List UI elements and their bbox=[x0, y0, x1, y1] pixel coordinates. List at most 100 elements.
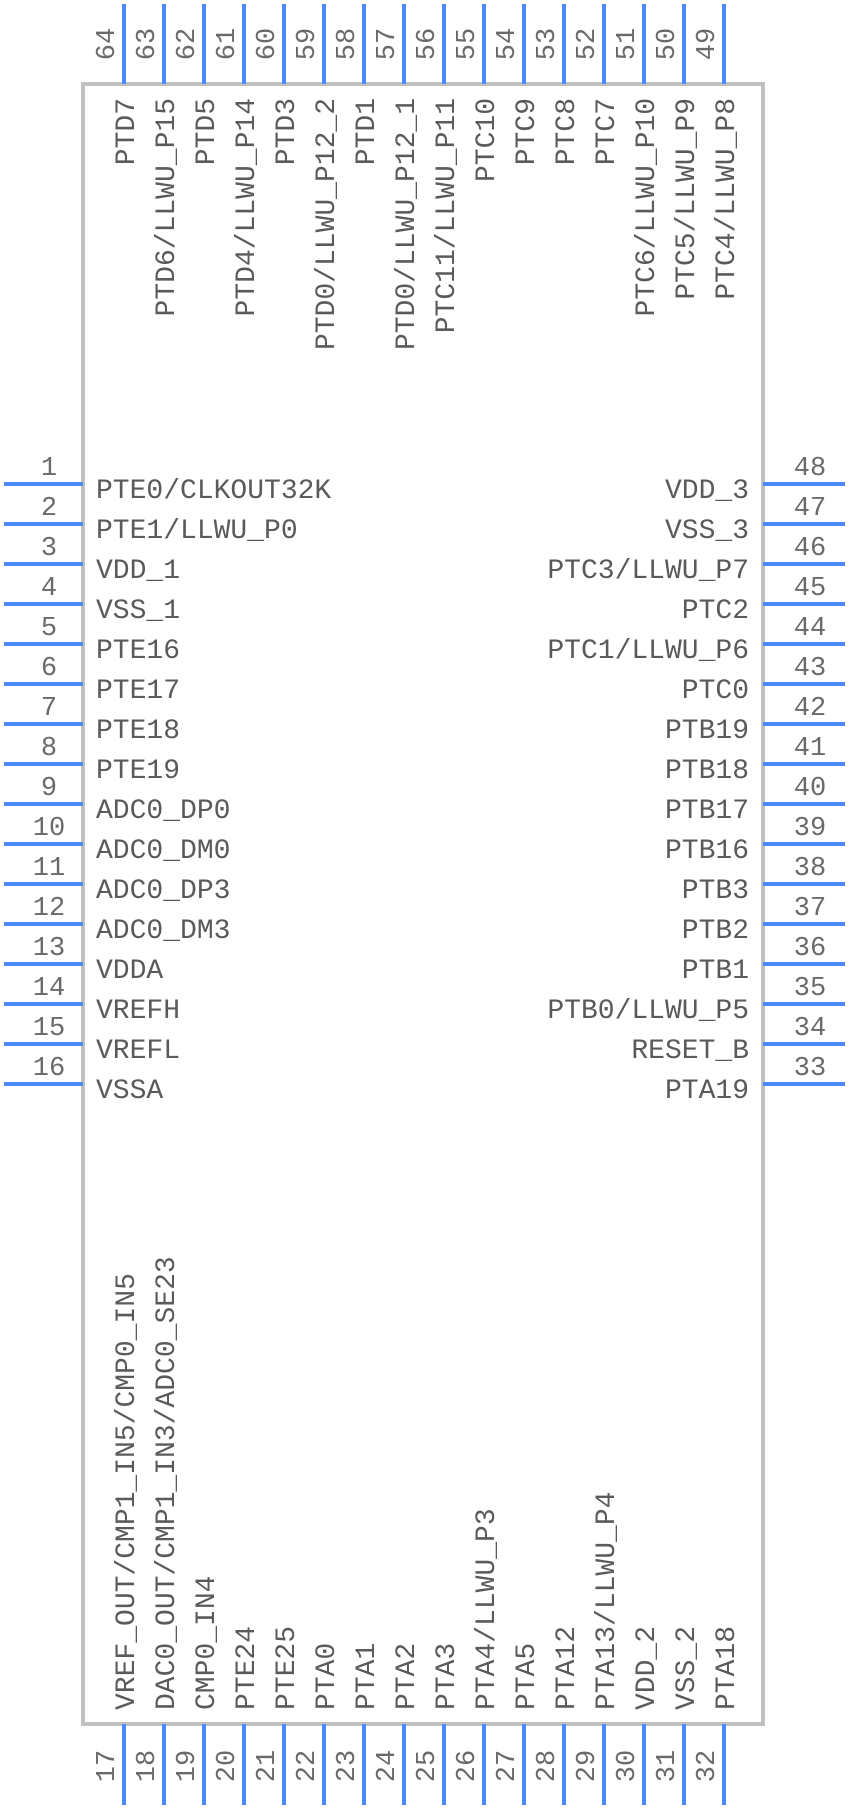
pin-number: 3 bbox=[41, 534, 57, 564]
pin-label: PTD6/LLWU_P15 bbox=[152, 98, 183, 316]
pin-30: 30 VDD_2 bbox=[613, 1626, 663, 1805]
pin-number: 20 bbox=[213, 1750, 243, 1782]
pin-label: VSS_3 bbox=[665, 516, 749, 547]
pin-number: 34 bbox=[794, 1014, 826, 1044]
pin-label: VREFH bbox=[96, 996, 180, 1027]
pin-label: DAC0_OUT/CMP1_IN3/ADC0_SE23 bbox=[152, 1256, 183, 1710]
pin-number: 38 bbox=[794, 854, 826, 884]
pin-number: 42 bbox=[794, 694, 826, 724]
pin-number: 45 bbox=[794, 574, 826, 604]
pin-number: 58 bbox=[333, 28, 363, 60]
pin-number: 26 bbox=[453, 1750, 483, 1782]
pin-label: PTC3/LLWU_P7 bbox=[547, 556, 749, 587]
bottom-pin-group: 17VREF_OUT/CMP1_IN5/CMP0_IN518DAC0_OUT/C… bbox=[93, 1256, 743, 1805]
pin-label: PTC5/LLWU_P9 bbox=[672, 98, 703, 300]
pin-label: CMP0_IN4 bbox=[192, 1576, 223, 1710]
pin-number: 49 bbox=[693, 28, 723, 60]
pin-number: 9 bbox=[41, 774, 57, 804]
pin-label: PTD3 bbox=[272, 98, 303, 165]
pin-label: VDD_2 bbox=[632, 1626, 663, 1710]
pin-label: PTA4/LLWU_P3 bbox=[472, 1508, 503, 1710]
pin-label: VDDA bbox=[96, 956, 163, 987]
pin-number: 4 bbox=[41, 574, 57, 604]
pin-label: PTB3 bbox=[682, 876, 749, 907]
pin-number: 57 bbox=[373, 28, 403, 60]
pin-label: PTB17 bbox=[665, 796, 749, 827]
pin-label: RESET_B bbox=[631, 1036, 749, 1067]
pin-number: 17 bbox=[93, 1750, 123, 1782]
pin-number: 48 bbox=[794, 454, 826, 484]
pin-label: VSSA bbox=[96, 1076, 163, 1107]
pin-number: 55 bbox=[453, 28, 483, 60]
pin-label: PTC9 bbox=[512, 98, 543, 165]
pin-label: PTB1 bbox=[682, 956, 749, 987]
pin-number: 60 bbox=[253, 28, 283, 60]
pin-number: 41 bbox=[794, 734, 826, 764]
pin-26: 26 PTA4/LLWU_P3 bbox=[453, 1508, 503, 1805]
pin-label: PTC1/LLWU_P6 bbox=[547, 636, 749, 667]
pin-label: PTD5 bbox=[192, 98, 223, 165]
pin-label: PTA18 bbox=[712, 1626, 743, 1710]
pin-number: 64 bbox=[93, 28, 123, 60]
pin-number: 59 bbox=[293, 28, 323, 60]
pin-number: 30 bbox=[613, 1750, 643, 1782]
pin-label: VSS_1 bbox=[96, 596, 180, 627]
pin-label: PTC0 bbox=[682, 676, 749, 707]
pin-label: PTB16 bbox=[665, 836, 749, 867]
pin-label: PTC8 bbox=[552, 98, 583, 165]
pin-number: 8 bbox=[41, 734, 57, 764]
pin-number: 13 bbox=[33, 934, 65, 964]
pin-number: 33 bbox=[794, 1054, 826, 1084]
top-pin-group: 64PTD763PTD6/LLWU_P1562PTD561PTD4/LLWU_P… bbox=[93, 4, 743, 350]
pin-label: PTE17 bbox=[96, 676, 180, 707]
pin-label: VSS_2 bbox=[672, 1626, 703, 1710]
pin-number: 28 bbox=[533, 1750, 563, 1782]
pin-label: PTC7 bbox=[592, 98, 623, 165]
pin-label: PTE16 bbox=[96, 636, 180, 667]
pin-label: PTA13/LLWU_P4 bbox=[592, 1492, 623, 1710]
pin-label: PTA19 bbox=[665, 1076, 749, 1107]
pin-number: 51 bbox=[613, 28, 643, 60]
pin-label: PTB18 bbox=[665, 756, 749, 787]
pin-number: 6 bbox=[41, 654, 57, 684]
right-pin-group: 48VDD_347VSS_346PTC3/LLWU_P745PTC244PTC1… bbox=[547, 454, 845, 1107]
pin-number: 63 bbox=[133, 28, 163, 60]
pin-number: 52 bbox=[573, 28, 603, 60]
pin-label: PTE0/CLKOUT32K bbox=[96, 476, 331, 507]
pin-label: PTE1/LLWU_P0 bbox=[96, 516, 298, 547]
pin-number: 43 bbox=[794, 654, 826, 684]
pin-number: 36 bbox=[794, 934, 826, 964]
